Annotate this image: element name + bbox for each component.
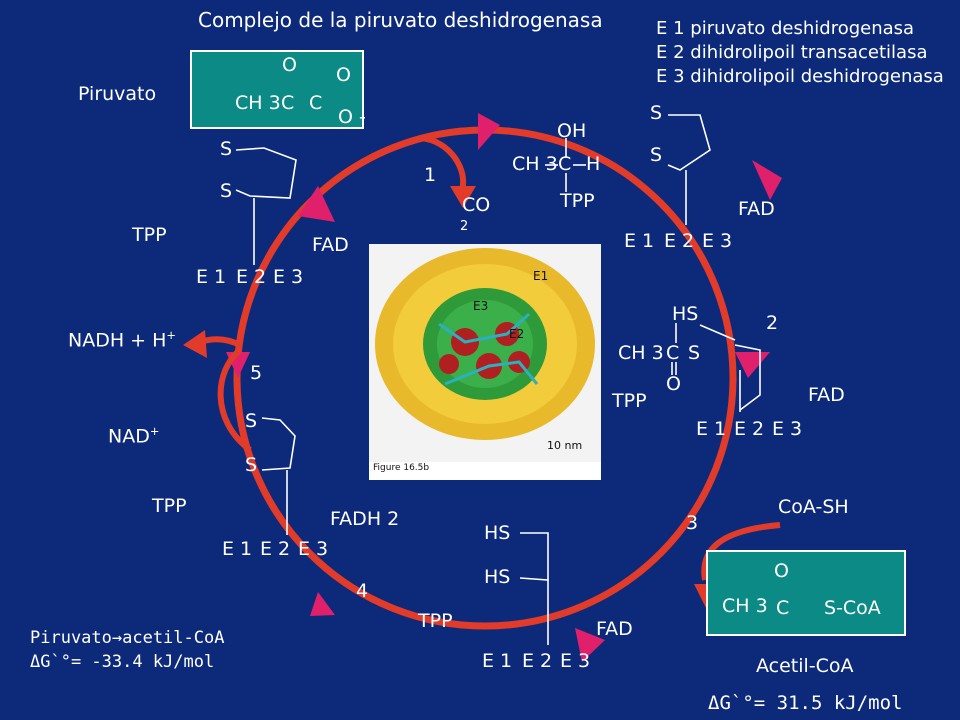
lipoyl-s-top: S bbox=[220, 138, 233, 160]
enzyme-e2-top-right: E 2 bbox=[664, 230, 695, 252]
step-5: 5 bbox=[250, 362, 263, 384]
micrograph-label-e2: E2 bbox=[509, 327, 525, 341]
acetylcoa-structure-box bbox=[706, 550, 906, 636]
enzyme-e1-top-left: E 1 bbox=[196, 266, 227, 288]
overall-delta-g: ΔG`°= -33.4 kJ/mol bbox=[30, 652, 215, 672]
diagram-title: Complejo de la piruvato deshidrogenasa bbox=[198, 8, 603, 32]
hs-bottom-top: HS bbox=[484, 522, 511, 544]
acetylcoa-ch3: CH 3 bbox=[722, 595, 768, 617]
micrograph-label-e3: E3 bbox=[473, 299, 489, 313]
enzyme-e1-bottom: E 1 bbox=[482, 650, 513, 672]
enzyme-e2-bottom: E 2 bbox=[522, 650, 553, 672]
arrowhead-right-mid bbox=[735, 352, 770, 378]
tpp-right-mid: TPP bbox=[612, 390, 647, 412]
complex-micrograph: E1 E3 E2 10 nm Figure 16.5b bbox=[369, 244, 601, 480]
step-3: 3 bbox=[686, 512, 699, 534]
step-2: 2 bbox=[766, 312, 779, 334]
enzyme-e3-top-left: E 3 bbox=[273, 266, 304, 288]
acetylcoa-c: C bbox=[776, 597, 790, 619]
pyruvate-ch3: CH 3 bbox=[235, 92, 281, 114]
step-4: 4 bbox=[356, 580, 369, 602]
lipoyl-s-right-top: S bbox=[650, 102, 663, 124]
arrowhead-bottom-left bbox=[310, 592, 335, 616]
fad-top-right: FAD bbox=[738, 198, 775, 220]
overall-reaction: Piruvato→acetil-CoA bbox=[30, 628, 225, 648]
pyruvate-o-top: O bbox=[282, 54, 297, 76]
lipoyl-s-left-top: S bbox=[245, 410, 258, 432]
arrowhead-bottom-right bbox=[575, 628, 605, 662]
arrowhead-top-left bbox=[298, 186, 335, 222]
arrowhead-top-right bbox=[478, 113, 500, 150]
pyruvate-c1: C bbox=[281, 92, 295, 114]
enzyme-e2-top-left: E 2 bbox=[236, 266, 267, 288]
co2-arrowhead bbox=[450, 186, 476, 208]
co2-subscript: 2 bbox=[460, 219, 469, 234]
coa-sh-label: CoA-SH bbox=[778, 496, 849, 518]
hs-bottom-lower: HS bbox=[484, 566, 511, 588]
fad-right-mid: FAD bbox=[808, 384, 845, 406]
co2-release-arrow bbox=[419, 135, 467, 191]
enzyme-e1-bottom-left: E 1 bbox=[222, 538, 253, 560]
lipoyl-s-left-bottom: S bbox=[245, 454, 258, 476]
micrograph-label-e1: E1 bbox=[533, 269, 549, 283]
nad-reduction-arrow bbox=[217, 347, 252, 453]
fad-bottom: FAD bbox=[596, 618, 633, 640]
enzyme-e1-right-mid: E 1 bbox=[696, 418, 727, 440]
acetyl-c: C bbox=[666, 342, 680, 364]
acetyl-s: S bbox=[688, 342, 701, 364]
enzyme-e2-right-mid: E 2 bbox=[734, 418, 765, 440]
tpp-top-center: TPP bbox=[560, 190, 595, 212]
hs-right-mid: HS bbox=[672, 303, 699, 325]
hydroxyethyl-ch3: CH 3 bbox=[512, 153, 558, 175]
enzyme-e3-right-mid: E 3 bbox=[772, 418, 803, 440]
lipoyl-s-bottom: S bbox=[220, 180, 233, 202]
pyruvate-c2: C bbox=[309, 92, 323, 114]
micrograph-scale: 10 nm bbox=[547, 439, 583, 452]
legend-e1: E 1 piruvato deshidrogenasa bbox=[656, 18, 915, 39]
nadh-side-curve bbox=[189, 336, 242, 348]
step-1: 1 bbox=[424, 164, 437, 186]
acetyl-ch3: CH 3 bbox=[618, 342, 664, 364]
micrograph-caption: Figure 16.5b bbox=[373, 463, 430, 473]
fad-top-left: FAD bbox=[312, 234, 349, 256]
pyruvate-o-right: O bbox=[336, 64, 351, 86]
tpp-top-left: TPP bbox=[132, 224, 167, 246]
hydroxyethyl-h: H bbox=[586, 153, 601, 175]
label-piruvato: Piruvato bbox=[78, 83, 157, 105]
pyruvate-o-minus: O - bbox=[338, 106, 366, 128]
acetyl-coa-label: Acetil-CoA bbox=[756, 655, 854, 677]
enzyme-e3-bottom-left: E 3 bbox=[298, 538, 329, 560]
legend-e2: E 2 dihidrolipoil transacetilasa bbox=[656, 42, 928, 63]
step-delta-g: ΔG`°= 31.5 kJ/mol bbox=[708, 692, 903, 714]
tpp-bottom-left: TPP bbox=[152, 495, 187, 517]
lipoyl-s-right-bottom: S bbox=[650, 144, 663, 166]
acetylcoa-o: O bbox=[774, 560, 789, 582]
co2-label: CO bbox=[462, 194, 491, 216]
fadh2-label: FADH 2 bbox=[330, 508, 400, 530]
legend-e3: E 3 dihidrolipoil deshidrogenasa bbox=[656, 66, 944, 87]
tpp-bottom-center: TPP bbox=[418, 610, 453, 632]
label-nadh: NADH + H+ bbox=[68, 328, 176, 352]
label-nad: NAD+ bbox=[108, 424, 160, 448]
acetyl-o: O bbox=[666, 373, 681, 395]
arrowhead-right-upper bbox=[752, 160, 782, 200]
enzyme-e3-top-right: E 3 bbox=[702, 230, 733, 252]
acetylcoa-s-coa: S-CoA bbox=[824, 597, 881, 619]
pyruvate-structure-box bbox=[190, 50, 364, 129]
hydroxyethyl-c: C bbox=[558, 153, 572, 175]
coa-entry-arrow bbox=[701, 522, 781, 581]
enzyme-e3-bottom: E 3 bbox=[560, 650, 591, 672]
enzyme-e1-top-right: E 1 bbox=[624, 230, 655, 252]
hydroxyethyl-oh: OH bbox=[557, 120, 587, 142]
enzyme-e2-bottom-left: E 2 bbox=[260, 538, 291, 560]
